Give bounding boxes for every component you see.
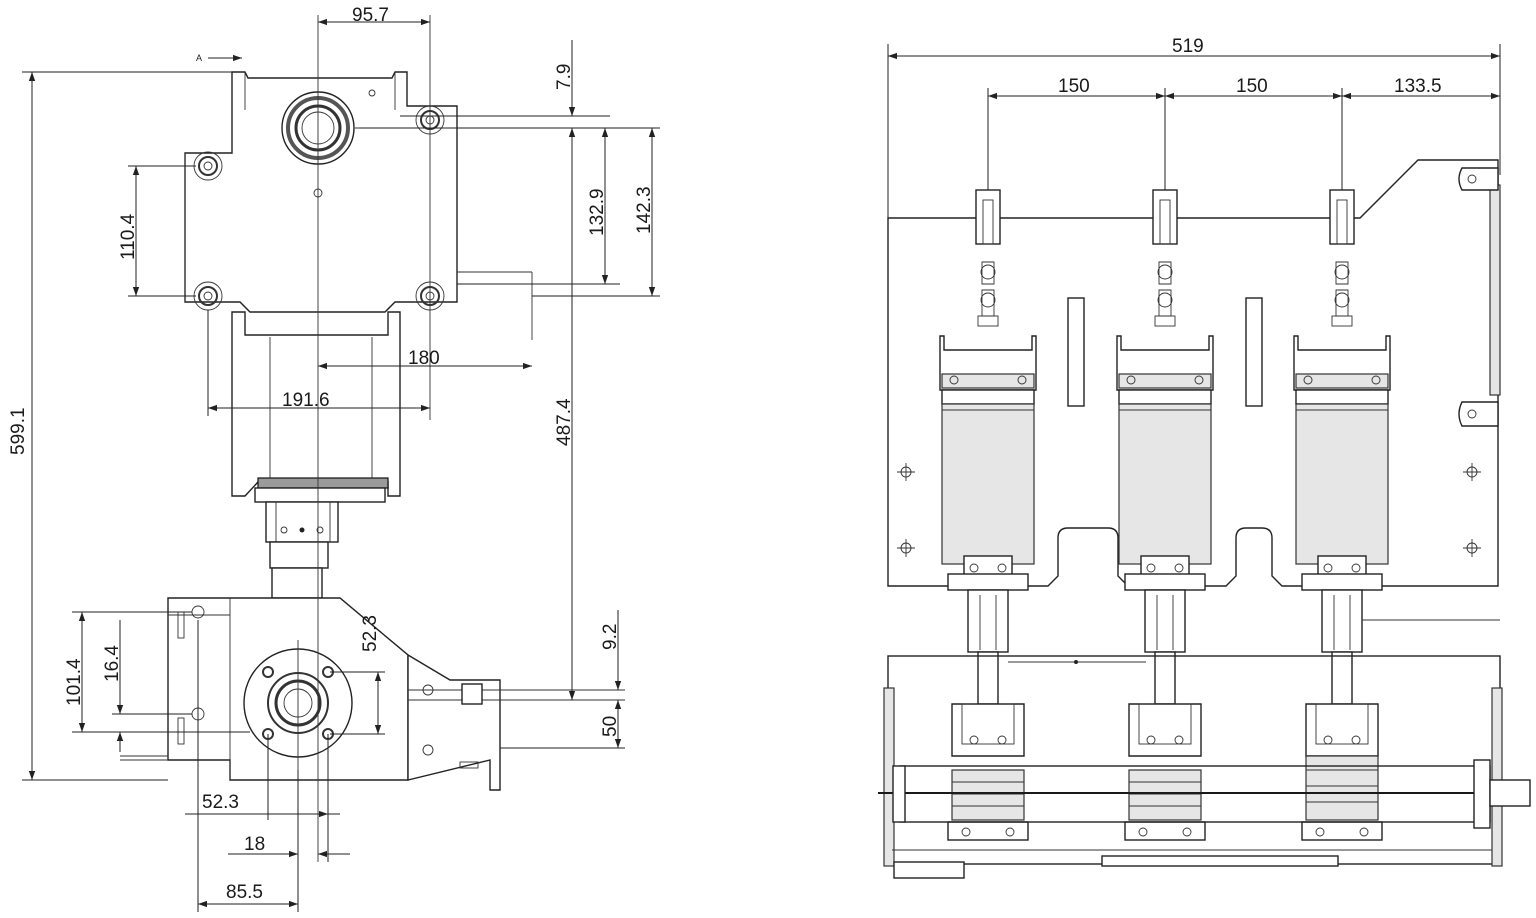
frame-right-rail xyxy=(1491,687,1503,867)
dim-horiz-52: 52.3 xyxy=(202,792,239,813)
dim-base-offset: 16.4 xyxy=(102,645,123,682)
dim-top-offset: 7.9 xyxy=(554,64,575,90)
side-arm xyxy=(407,653,501,791)
dim-small-offset: 9.2 xyxy=(600,624,621,650)
vacuum-interrupter-2 xyxy=(1118,403,1212,565)
dim-mid-height: 487.4 xyxy=(554,398,575,446)
dim-overall-width: 519 xyxy=(1172,36,1204,57)
side-rail xyxy=(1489,184,1501,396)
pole-assembly-1 xyxy=(939,189,1037,841)
plate-hole xyxy=(1463,463,1481,481)
column-base-strip xyxy=(257,477,389,489)
dim-width-180: 180 xyxy=(408,348,440,369)
slot-left xyxy=(1067,297,1085,407)
pole-assembly-2 xyxy=(1116,189,1214,841)
dim-base-height: 101.4 xyxy=(64,658,85,706)
dim-pitch-1: 150 xyxy=(1058,76,1090,97)
dim-upper-height-b: 142.3 xyxy=(634,186,655,234)
dim-edge-offset: 133.5 xyxy=(1394,76,1442,97)
plate-hole xyxy=(897,539,915,557)
dim-horiz-85: 85.5 xyxy=(226,882,263,903)
plate-hole xyxy=(1463,539,1481,557)
vacuum-interrupter-1 xyxy=(941,403,1035,565)
plate-holes xyxy=(897,463,1481,557)
dim-flange-height: 52.3 xyxy=(360,615,381,652)
dim-hole-spacing-v: 110.4 xyxy=(118,213,139,260)
dim-top-width: 95.7 xyxy=(352,5,389,26)
slot-right xyxy=(1245,297,1263,407)
dim-pitch-2: 150 xyxy=(1236,76,1268,97)
vacuum-interrupter-3 xyxy=(1295,403,1389,565)
dim-overall-height: 599.1 xyxy=(8,407,29,455)
view-marker-label: A xyxy=(196,53,202,63)
plate-hole xyxy=(897,463,915,481)
shaft-flange xyxy=(243,640,353,770)
dim-bottom-50: 50 xyxy=(600,716,621,737)
shaft-end xyxy=(1489,779,1531,807)
front-view: 519 150 150 133.5 xyxy=(878,36,1531,879)
side-view: A xyxy=(8,5,660,912)
bracket-column xyxy=(231,311,401,497)
dim-horiz-18: 18 xyxy=(244,834,265,855)
dim-upper-height-a: 132.9 xyxy=(587,188,608,236)
dim-width-191: 191.6 xyxy=(282,390,330,411)
